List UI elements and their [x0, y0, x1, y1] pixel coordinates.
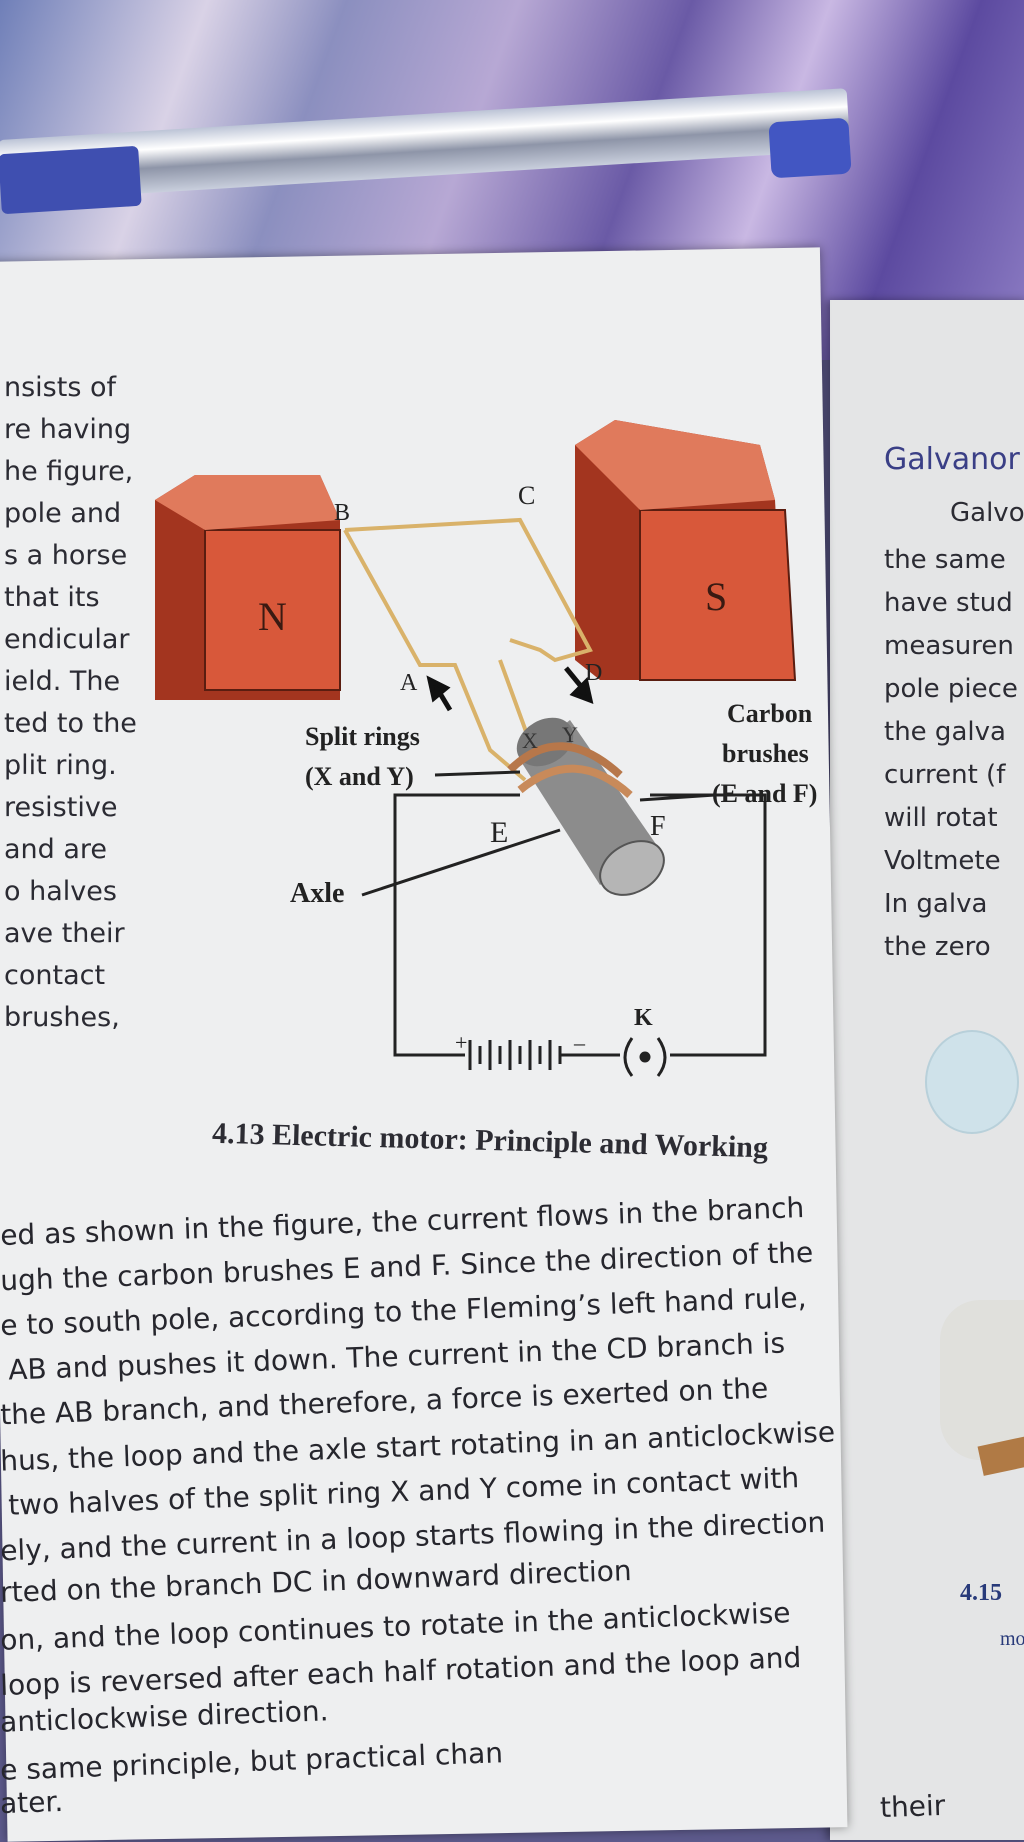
body-line: anticlockwise direction. [0, 1694, 330, 1739]
left-line: ield. The [4, 666, 121, 697]
body-fragment: their [879, 1788, 946, 1825]
right-line: the same [884, 545, 1006, 575]
right-title: Galvanor [884, 442, 1020, 477]
left-line: and are [4, 834, 108, 865]
left-line: endicular [4, 624, 130, 655]
right-line: current (f [884, 760, 1006, 790]
left-line: contact [4, 960, 106, 991]
left-line: brushes, [4, 1002, 120, 1033]
body-line: ater. [0, 1784, 64, 1821]
left-line: nsists of [4, 372, 117, 403]
left-line: plit ring. [4, 750, 117, 781]
left-line: re having [4, 414, 132, 445]
side-illustration [940, 1300, 1024, 1460]
right-line: pole piece [884, 674, 1018, 704]
side-figure-number: 4.15 [960, 1580, 1002, 1606]
body-line: e same principle, but practical chan [0, 1736, 504, 1787]
left-line: that its [4, 582, 100, 613]
left-line: resistive [4, 792, 118, 823]
side-figure-sub: mo [1000, 1628, 1024, 1650]
right-line: the zero [884, 932, 991, 962]
left-line: ted to the [4, 708, 137, 739]
scientist-illustration [925, 1030, 1019, 1134]
left-line: ave their [4, 918, 125, 949]
left-line: o halves [4, 876, 117, 907]
left-line: pole and [4, 498, 122, 529]
right-line: In galva [884, 889, 988, 919]
left-line: s a horse [4, 540, 128, 571]
left-line: he figure, [4, 456, 134, 487]
right-line: Galvo [950, 498, 1024, 528]
right-line: Voltmete [884, 846, 1001, 876]
right-line: have stud [884, 588, 1013, 618]
right-line: will rotat [884, 803, 998, 833]
right-line: measuren [884, 631, 1014, 661]
right-line: the galva [884, 717, 1006, 747]
